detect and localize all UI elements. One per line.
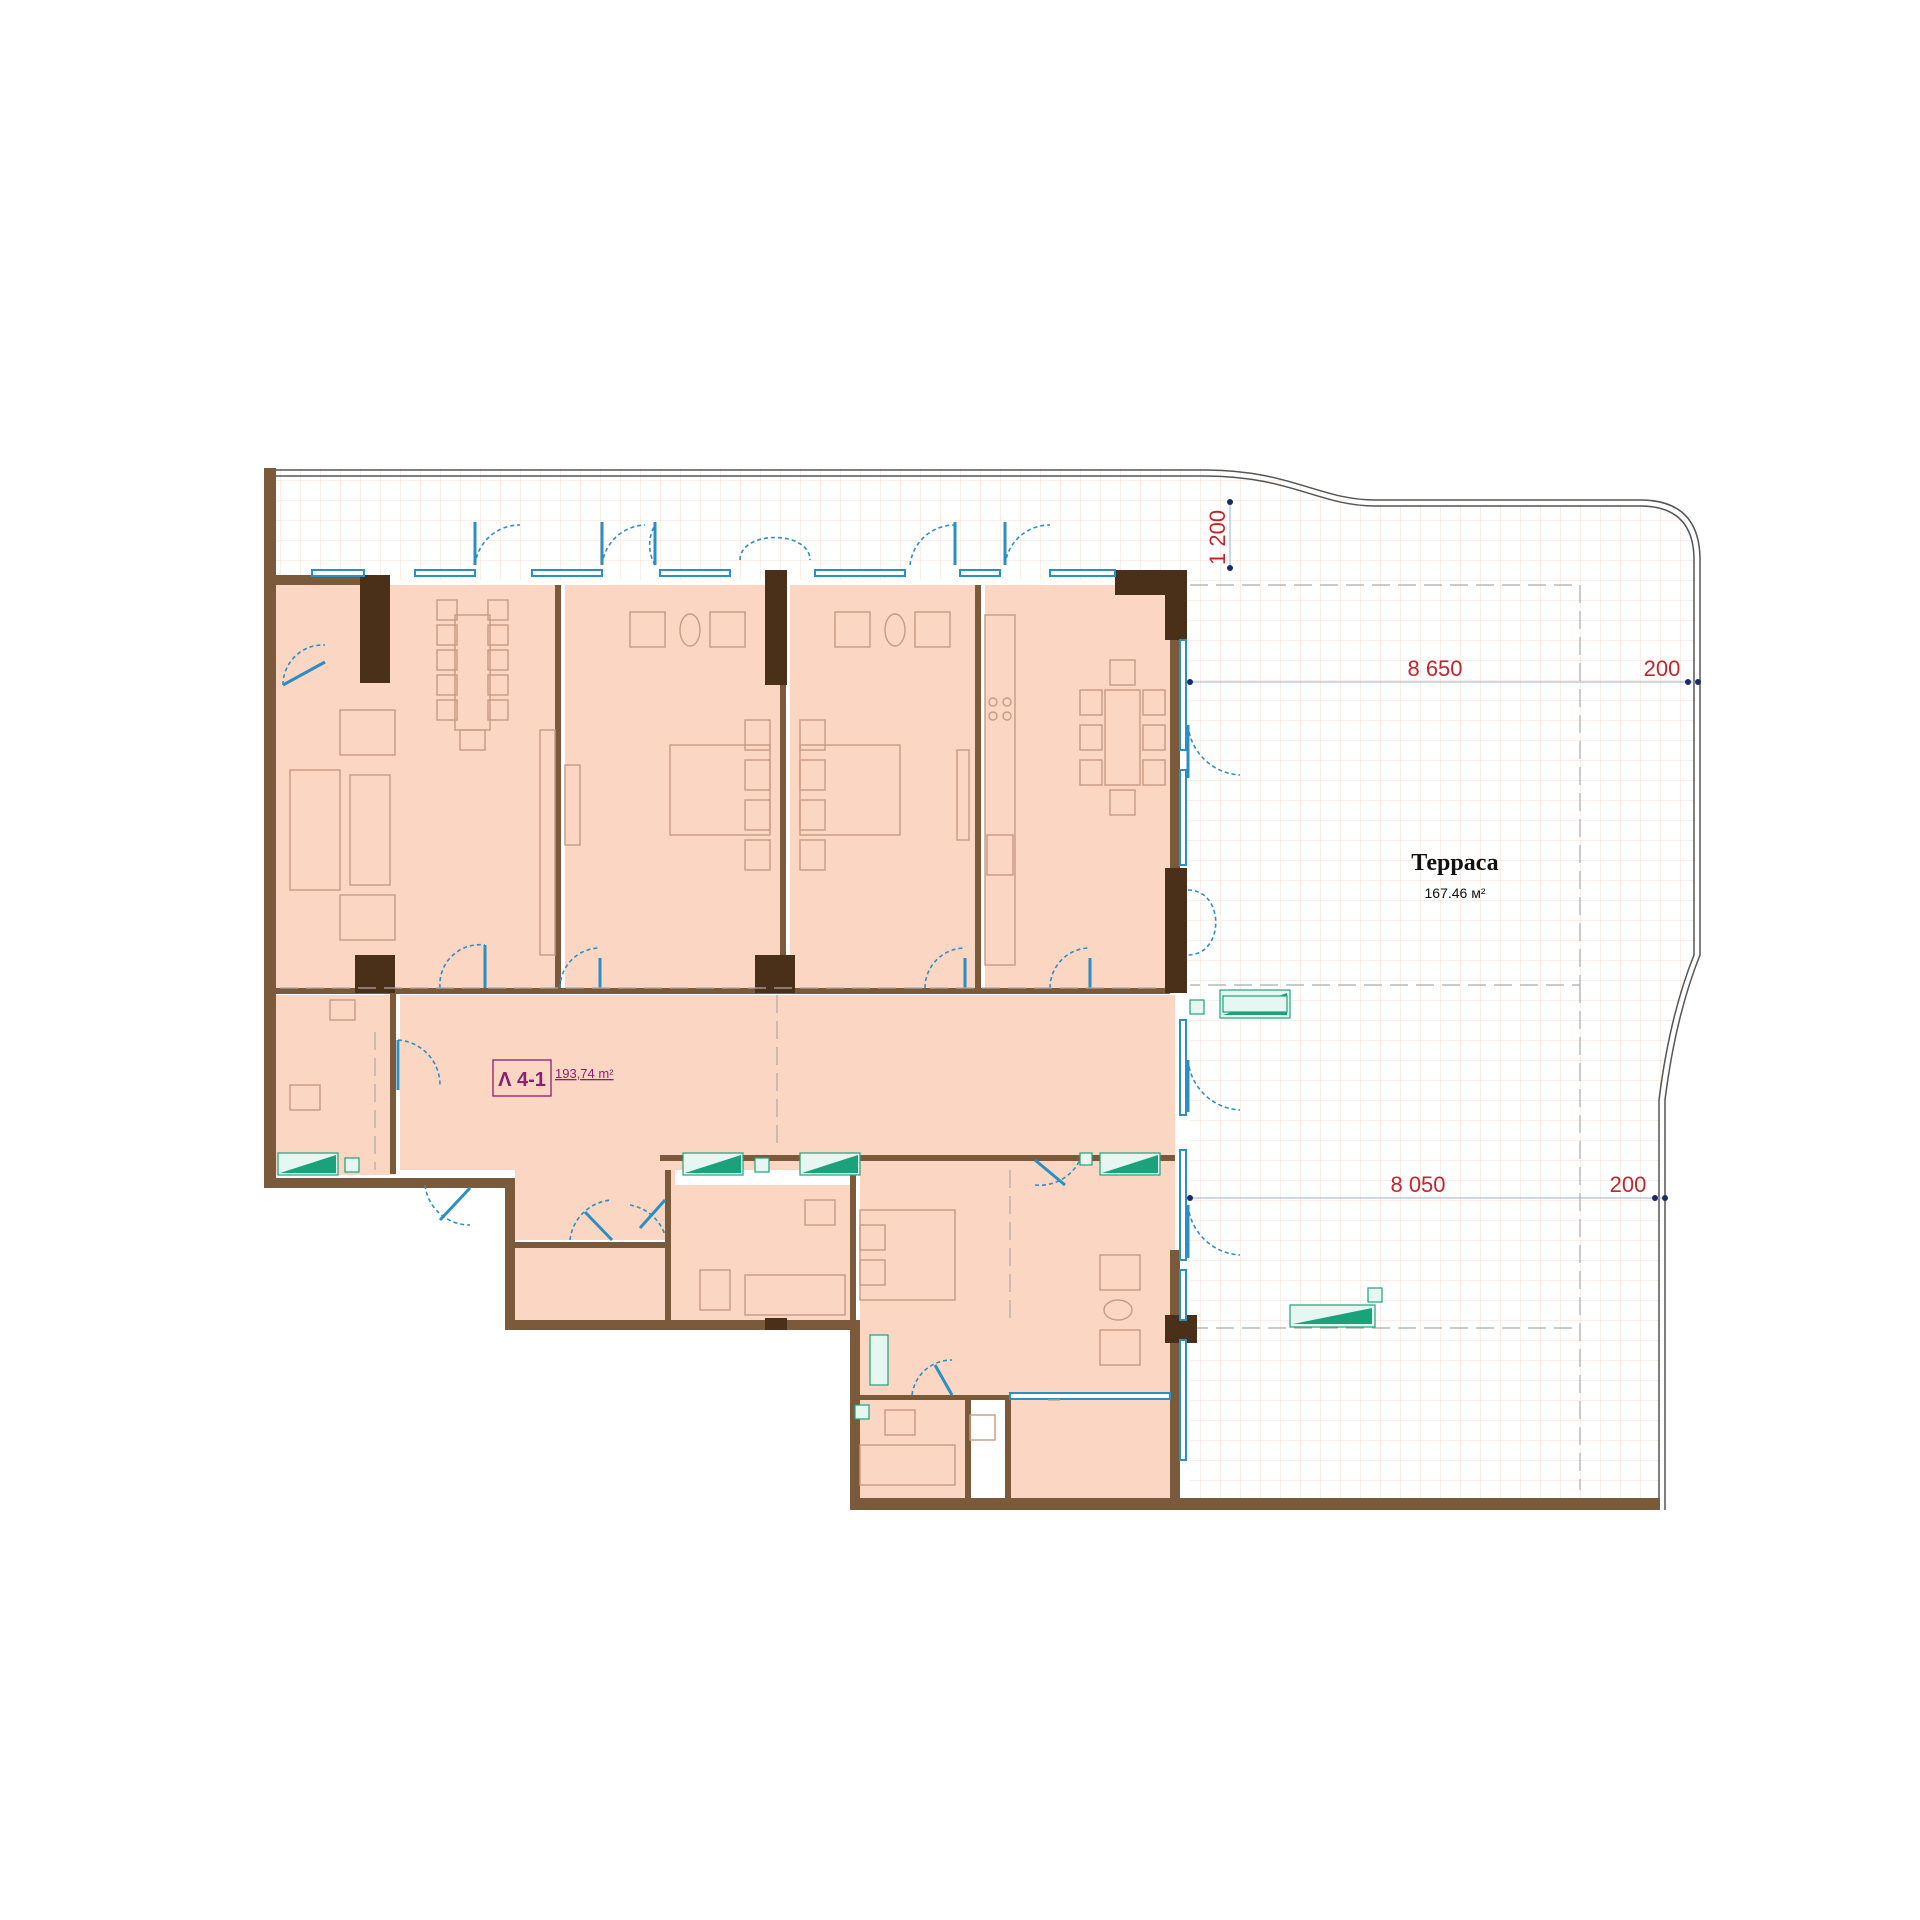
apartment-label-box <box>492 1059 552 1097</box>
terrace-area: 167.46 м² <box>1425 885 1486 901</box>
facade-glazing <box>311 569 1187 1461</box>
apartment-id: Λ 4-1 <box>498 1069 546 1091</box>
dimension-lines <box>1187 499 1701 1201</box>
dimension-width-bottom: 8 050 <box>1390 1172 1445 1197</box>
doors <box>282 522 1241 1396</box>
terrace-name: Терраса <box>1411 850 1498 876</box>
apartment-area: 193,74 m² <box>555 1066 614 1081</box>
terrace-floor <box>268 468 1695 1505</box>
columns <box>355 570 1197 1343</box>
apartment-rooms <box>275 585 1175 1500</box>
terrace-zone-lines <box>1190 584 1581 1490</box>
partition-lines <box>280 987 1165 1325</box>
ventilation-units <box>277 989 1383 1420</box>
dimension-depth: 1 200 <box>1205 510 1230 565</box>
dimension-width-top: 8 650 <box>1407 656 1462 681</box>
dimension-offset-bottom: 200 <box>1610 1172 1647 1197</box>
terrace-railing <box>268 469 1701 1510</box>
dimension-offset-top: 200 <box>1644 656 1681 681</box>
furniture <box>289 599 1166 1486</box>
